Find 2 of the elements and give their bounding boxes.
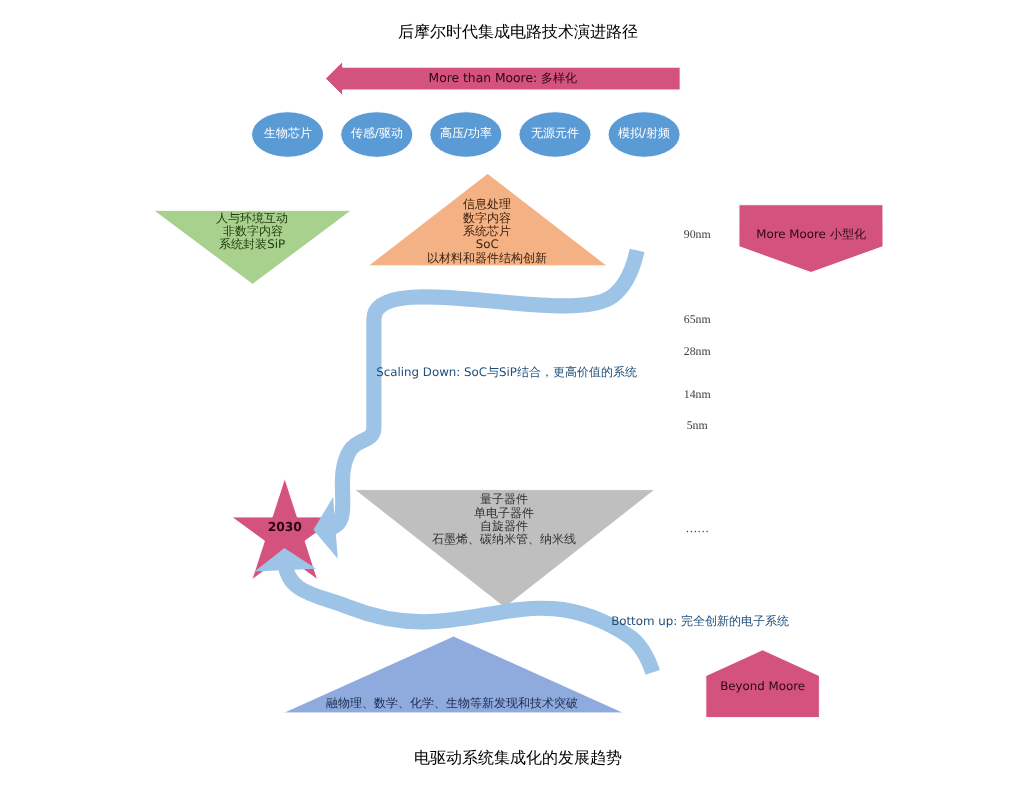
arrow: [253, 548, 659, 675]
arrow: [312, 248, 644, 559]
